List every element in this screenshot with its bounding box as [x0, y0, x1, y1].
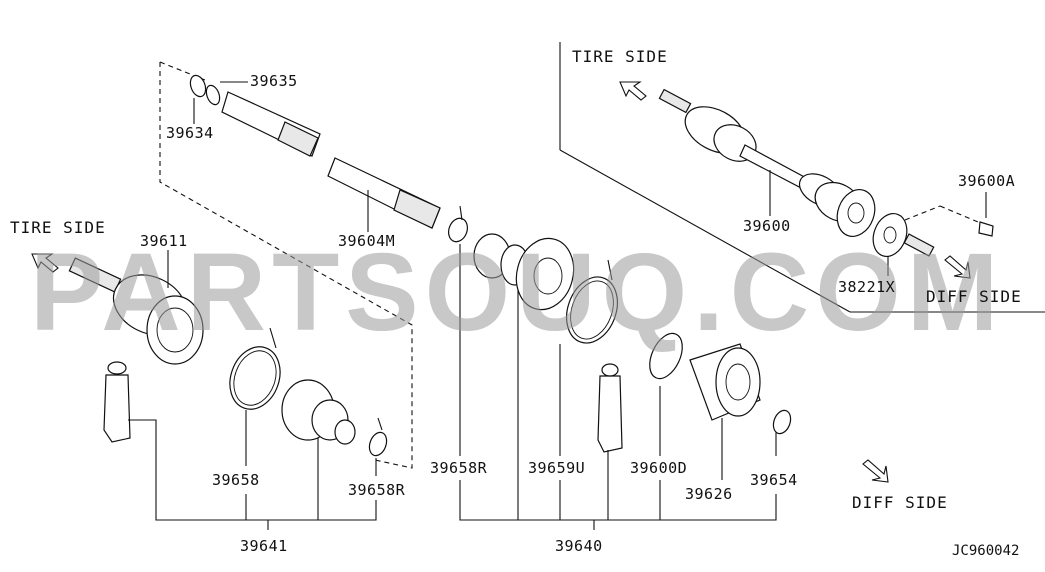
part-label-39659U: 39659U — [528, 459, 585, 477]
part-label-39654: 39654 — [750, 471, 798, 489]
part-label-39611: 39611 — [140, 232, 188, 250]
diff-side-arrow-bottom-icon — [862, 459, 889, 483]
part-label-39604M: 39604M — [338, 232, 395, 250]
diff-side-label-bottom: DIFF SIDE — [852, 493, 948, 512]
grease-tube-left-illustration — [103, 361, 131, 443]
part-label-39600: 39600 — [743, 217, 791, 235]
band-39658R-right-illustration — [447, 205, 469, 456]
diff-side-label-top: DIFF SIDE — [926, 287, 1022, 306]
grease-tube-right-illustration — [597, 363, 623, 453]
drive-shaft-assembly-illustration — [559, 42, 1045, 313]
part-label-39658R-left: 39658R — [348, 481, 406, 499]
tire-side-arrow-left-icon — [31, 253, 59, 273]
tire-side-label-left: TIRE SIDE — [10, 218, 106, 237]
snap-rings-illustration — [189, 74, 248, 124]
part-label-39600D: 39600D — [630, 459, 687, 477]
part-label-39634: 39634 — [166, 124, 214, 142]
boot-band-39658-illustration — [229, 327, 281, 466]
part-label-39658R-right: 39658R — [430, 459, 488, 477]
shaft-39604M-illustration — [327, 157, 441, 232]
outer-joint-39611-illustration — [68, 250, 204, 365]
diff-side-arrow-top-icon — [944, 255, 971, 279]
band-39659U-illustration — [559, 259, 618, 456]
part-label-39635: 39635 — [250, 72, 298, 90]
diagram-reference-code: JC960042 — [952, 543, 1019, 559]
snap-ring-39654-illustration — [772, 409, 792, 456]
flange-39626-illustration — [689, 343, 761, 480]
part-label-38221X: 38221X — [838, 278, 895, 296]
housing-illustration — [515, 237, 575, 311]
shaft-segment-illustration — [221, 91, 321, 157]
boot-left-illustration — [281, 379, 356, 520]
tire-side-label-top: TIRE SIDE — [572, 47, 668, 66]
part-label-39600A: 39600A — [958, 172, 1015, 190]
part-label-39641: 39641 — [240, 537, 288, 555]
snap-ring-39600D-illustration — [649, 332, 683, 456]
boot-band-39658R-left-illustration — [368, 417, 388, 476]
bracket-39641 — [128, 419, 377, 530]
tire-side-arrow-top-icon — [619, 81, 647, 101]
watermark-text: PARTSOUQ.COM — [30, 231, 1004, 354]
part-label-39640: 39640 — [555, 537, 603, 555]
bracket-39640 — [459, 450, 777, 530]
part-label-39658: 39658 — [212, 471, 260, 489]
part-label-39626: 39626 — [685, 485, 733, 503]
